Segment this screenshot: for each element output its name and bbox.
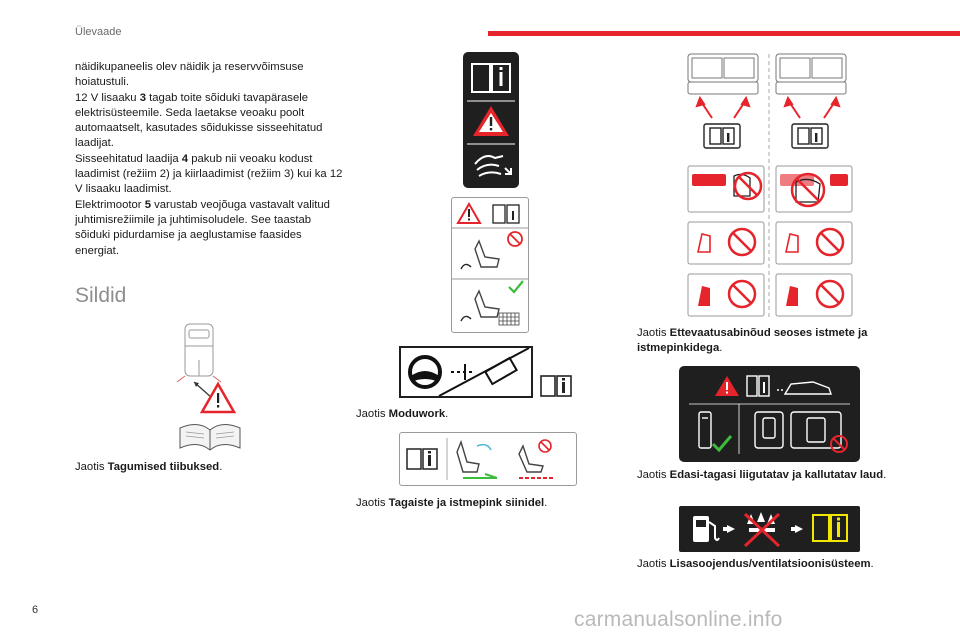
caption-rear-doors: Jaotis Tagumised tiibuksed. xyxy=(75,461,223,473)
seat-occupant-icon xyxy=(697,233,799,253)
table-dark-label-icons xyxy=(689,375,850,454)
caption-table: Jaotis Edasi-tagasi liigutatav ja kallut… xyxy=(637,469,887,481)
moduwork-dark-label-icons xyxy=(467,63,515,177)
seat-precautions-figure xyxy=(687,53,853,320)
table-folded-icon xyxy=(698,411,712,449)
manual-book-icon xyxy=(471,63,511,93)
caption-rear-seat-rails: Jaotis Tagaiste ja istmepink siinidel. xyxy=(356,497,548,509)
red-arrows-icon xyxy=(695,95,841,119)
caption-heating: Jaotis Lisasoojendus/ventilatsioonisüste… xyxy=(637,558,874,570)
body-text: näidikupaneelis olev näidik ja reservvõi… xyxy=(75,60,343,259)
warning-triangle-icon xyxy=(199,381,237,414)
bench-seat-left-icon xyxy=(687,53,759,95)
van-top-view-icon xyxy=(176,323,222,383)
steering-wheel-icon xyxy=(408,355,442,389)
prohibited-icon xyxy=(830,435,848,453)
fuel-pump-icon xyxy=(693,516,720,542)
check-icon xyxy=(711,435,733,453)
manual-book-icon xyxy=(812,514,848,542)
bench-seat-right-icon xyxy=(775,53,847,95)
seat-sliding-icon xyxy=(456,439,480,473)
manual-book-icon xyxy=(540,375,572,397)
check-icon xyxy=(508,280,524,294)
paragraph-2: 12 V lisaaku 3 tagab toite sõiduki tavap… xyxy=(75,91,323,150)
arrow-right-icon xyxy=(723,525,735,533)
manual-book-icon xyxy=(406,448,438,470)
seat-moving-icon xyxy=(460,289,500,322)
van-icon xyxy=(777,381,832,395)
heating-dark-label-icons xyxy=(693,512,848,548)
paragraph-1: näidikupaneelis olev näidik ja reservvõi… xyxy=(75,61,304,89)
arrow-right-icon xyxy=(791,525,803,533)
floor-rail-icon xyxy=(498,312,520,326)
manual-book-icon xyxy=(492,204,520,224)
moduwork-table-label-icons xyxy=(408,347,572,397)
rear-doors-figure xyxy=(176,323,241,451)
seat-folding-icon xyxy=(518,444,544,473)
hand-pinch-icon xyxy=(474,155,512,177)
moduwork-seat-label-icons xyxy=(451,202,529,326)
paragraph-3: Sisseehitatud laadija 4 pakub nii veoaku… xyxy=(75,152,343,196)
warning-triangle-icon xyxy=(473,106,509,136)
prohibited-icon xyxy=(733,171,826,208)
open-manual-book-icon xyxy=(179,424,241,451)
page-number: 6 xyxy=(32,604,39,616)
watermark: carmanualsonline.info xyxy=(574,608,783,631)
caption-moduwork: Jaotis Moduwork. xyxy=(356,408,449,420)
section-title: Ülevaade xyxy=(75,26,122,38)
warning-triangle-icon xyxy=(715,376,739,396)
warning-triangle-icon xyxy=(456,202,482,224)
caption-seat-precautions: Jaotis Ettevaatusabinõud seoses istmete … xyxy=(637,327,868,355)
seat-folding-icon xyxy=(460,239,500,270)
section-heading: Sildid xyxy=(75,284,127,307)
prohibited-icon xyxy=(538,439,552,453)
prohibited-icon xyxy=(727,227,845,257)
manual-book-icon xyxy=(703,123,829,149)
prohibited-cross-icon xyxy=(743,512,781,548)
manual-book-icon xyxy=(746,375,770,397)
paragraph-4: Elektrimootor 5 varustab veojõuga vastav… xyxy=(75,198,330,257)
rear-seat-rail-label-icons xyxy=(406,438,553,480)
red-seat-icon xyxy=(698,286,798,306)
table-open-icon xyxy=(754,411,842,449)
prohibited-icon xyxy=(727,279,845,309)
prohibited-icon xyxy=(507,231,523,247)
header-accent-bar xyxy=(488,31,960,36)
